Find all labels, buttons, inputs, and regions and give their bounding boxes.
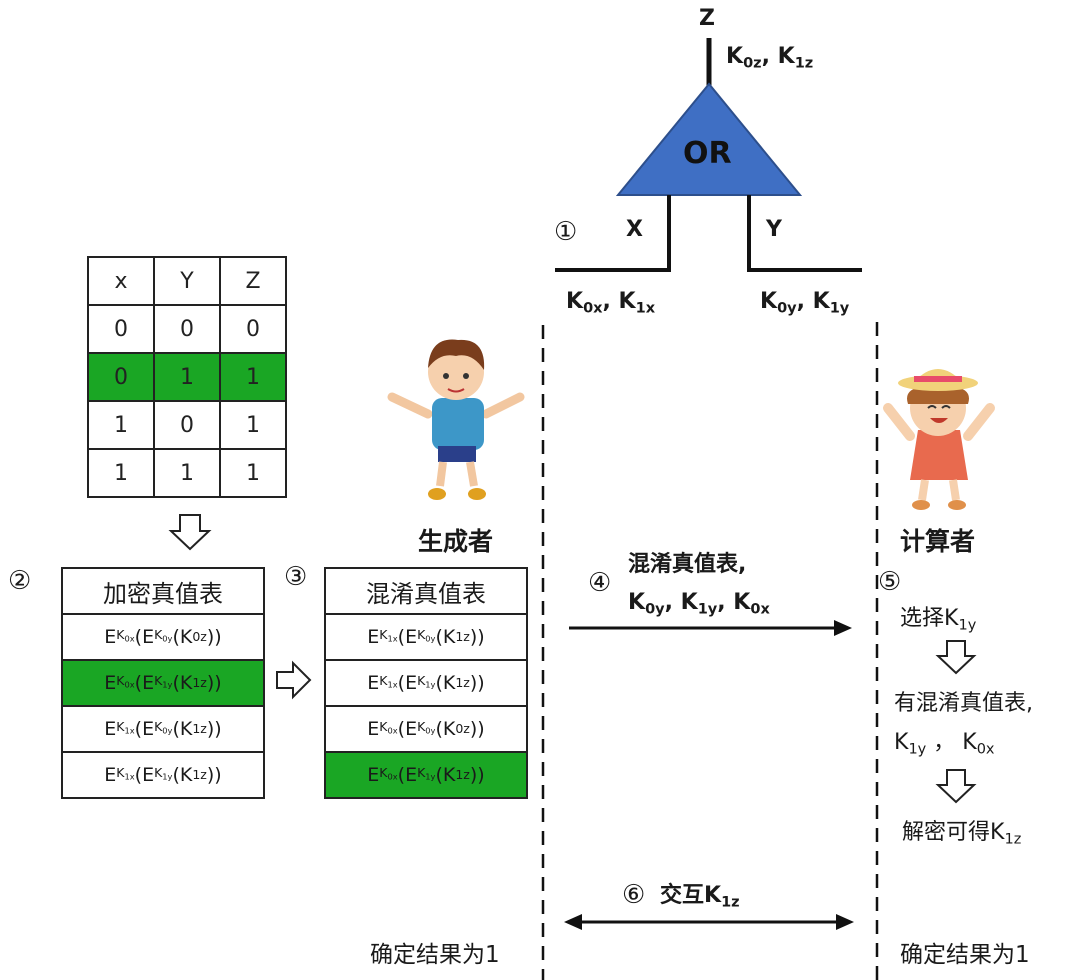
y-keys-label: K0y, K1y xyxy=(760,289,850,317)
truth-table-header-cell: Y xyxy=(153,256,221,306)
exchange-label: 交互K1z xyxy=(660,883,740,911)
computer-result: 确定结果为1 xyxy=(900,942,1030,968)
z-label: Z xyxy=(699,6,715,31)
truth-table-cell: 1 xyxy=(153,352,221,402)
truth-table-cell: 1 xyxy=(219,400,287,450)
generator-label: 生成者 xyxy=(418,527,494,556)
truth-table-cell: 1 xyxy=(219,448,287,498)
truth-table-cell: 0 xyxy=(87,352,155,402)
encrypted-table-title: 加密真值表 xyxy=(103,579,223,608)
girl-illustration xyxy=(883,369,995,510)
truth-table-header: x Y Z xyxy=(87,256,287,306)
table-row: 1 0 1 xyxy=(87,400,287,450)
down-hollow-arrow-3 xyxy=(935,769,977,804)
exchange-arrow-head-right xyxy=(836,914,854,930)
step-5-marker: ⑤ xyxy=(878,567,902,597)
exchange-text: 交互 xyxy=(660,883,705,908)
table-row: 1 1 1 xyxy=(87,448,287,498)
generator-result: 确定结果为1 xyxy=(370,942,500,968)
truth-table-cell: 1 xyxy=(153,448,221,498)
truth-table-cell: 0 xyxy=(153,304,221,354)
step-2-marker: ② xyxy=(8,566,32,596)
truth-table: x Y Z 0 0 0 0 1 1 1 0 1 1 1 1 xyxy=(87,256,287,498)
or-gate-label: OR xyxy=(683,136,732,171)
x-label: X xyxy=(626,217,643,242)
y-label: Y xyxy=(766,217,782,242)
down-hollow-arrow-1 xyxy=(168,514,212,551)
right-hollow-arrow xyxy=(276,660,312,700)
send-keys-label: K0y, K1y, K0x xyxy=(628,590,770,618)
boy-illustration xyxy=(387,339,525,500)
truth-table-header-cell: Z xyxy=(219,256,287,306)
have-mix-table-label: 有混淆真值表, xyxy=(894,691,1033,716)
x-wire xyxy=(555,195,671,272)
truth-table-cell: 0 xyxy=(219,304,287,354)
step-6-marker: ⑥ xyxy=(622,880,646,910)
decrypt-text: 解密可得 xyxy=(902,820,991,845)
truth-table-cell: 1 xyxy=(87,400,155,450)
table-row: 0 0 0 xyxy=(87,304,287,354)
send-arrow-head xyxy=(834,620,852,636)
step-3-marker: ③ xyxy=(284,562,308,592)
table-row-highlighted: 0 1 1 xyxy=(87,352,287,402)
garbled-table-title: 混淆真值表 xyxy=(366,579,486,608)
computer-label: 计算者 xyxy=(900,527,976,556)
choose-key-label: 选择K1y xyxy=(900,606,977,634)
truth-table-cell: 0 xyxy=(87,304,155,354)
z-keys-label: K0z, K1z xyxy=(726,44,814,72)
truth-table-cell: 1 xyxy=(87,448,155,498)
send-mix-table-label: 混淆真值表, xyxy=(628,552,747,577)
truth-table-header-cell: x xyxy=(87,256,155,306)
truth-table-cell: 1 xyxy=(219,352,287,402)
held-keys-separator: ， xyxy=(926,730,956,755)
or-gate-triangle xyxy=(615,82,803,196)
y-wire xyxy=(747,195,862,272)
down-hollow-arrow-2 xyxy=(935,640,977,675)
step-1-marker: ① xyxy=(554,217,578,247)
step-4-marker: ④ xyxy=(588,568,612,598)
exchange-arrow-head-left xyxy=(564,914,582,930)
x-keys-label: K0x, K1x xyxy=(566,289,656,317)
decrypt-label: 解密可得K1z xyxy=(902,820,1022,848)
choose-text: 选择 xyxy=(900,606,945,631)
held-keys-label: K1y ， K0x xyxy=(894,730,995,758)
truth-table-cell: 0 xyxy=(153,400,221,450)
